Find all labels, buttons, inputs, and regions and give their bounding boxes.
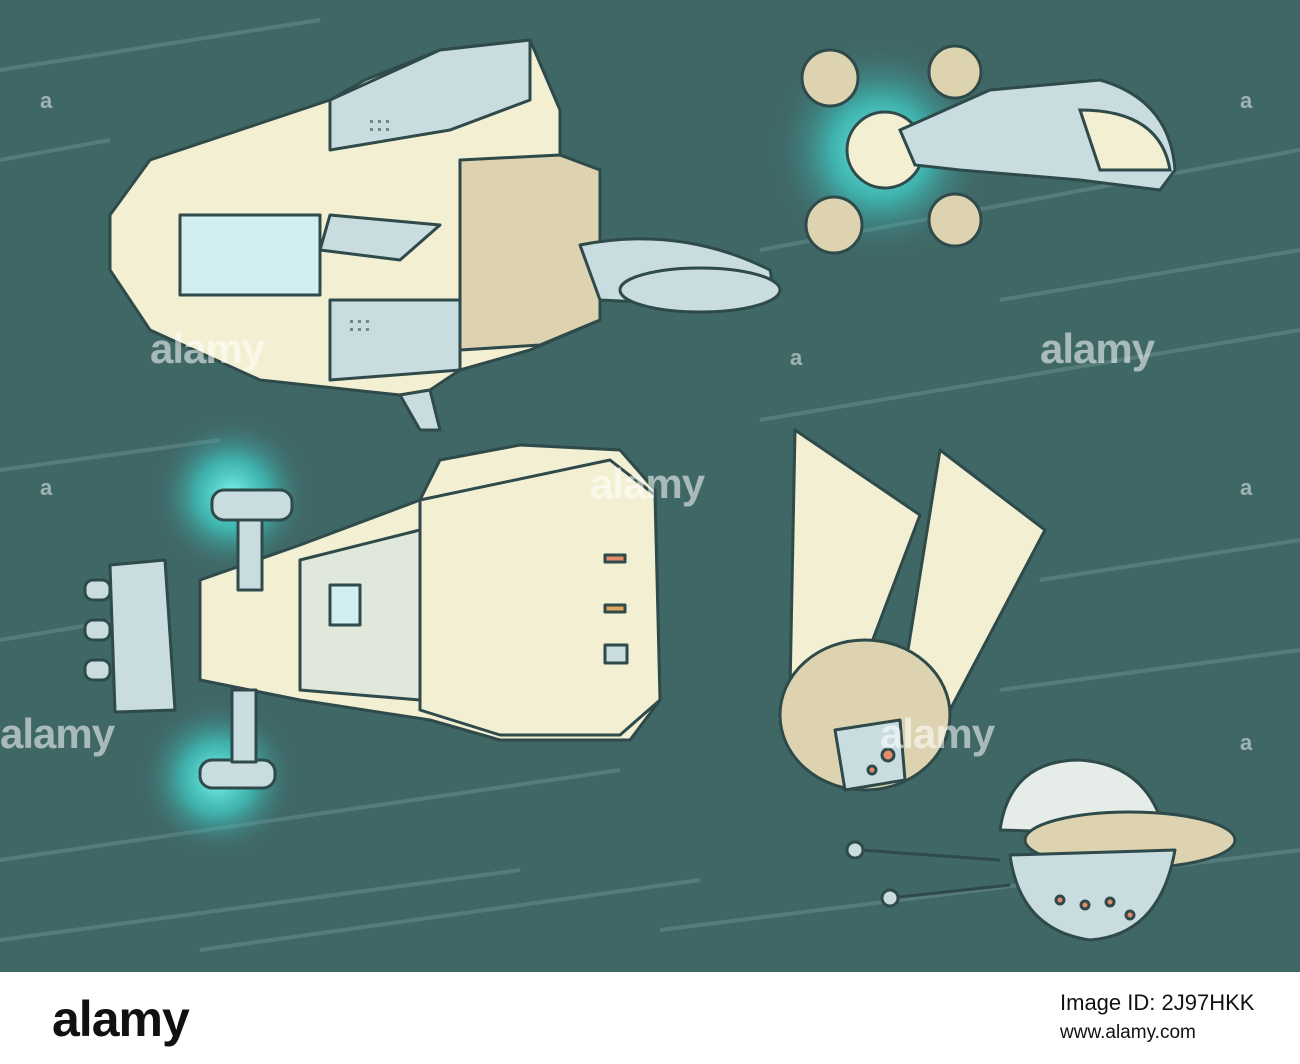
watermark-text: alamy [1040, 325, 1155, 372]
alamy-logo: alamy [52, 991, 190, 1047]
watermark-text: alamy [150, 325, 265, 372]
illustration-canvas [0, 18, 1300, 952]
saucer-ship [845, 758, 1237, 942]
watermark-text: alamy [880, 710, 995, 757]
image-id-label: Image ID: 2J97HKK [1060, 990, 1255, 1015]
watermark-marker: a [1240, 730, 1253, 755]
watermark-marker: a [790, 345, 803, 370]
watermark-text: alamy [0, 710, 115, 757]
source-url: www.alamy.com [1060, 1022, 1196, 1043]
spaceship-illustration: alamy alamy alamy alamy alamy a a a a a … [0, 0, 1300, 972]
footer-bar [0, 972, 1300, 1064]
carrier-ship [108, 38, 782, 432]
watermark-marker: a [1240, 475, 1253, 500]
watermark-text: alamy [590, 460, 705, 507]
winged-ship [778, 428, 1047, 792]
watermark-marker: a [40, 88, 53, 113]
watermark-marker: a [1240, 88, 1253, 113]
probe-ship [770, 40, 1177, 260]
cruiser-ship [83, 415, 662, 858]
watermark-marker: a [40, 475, 53, 500]
